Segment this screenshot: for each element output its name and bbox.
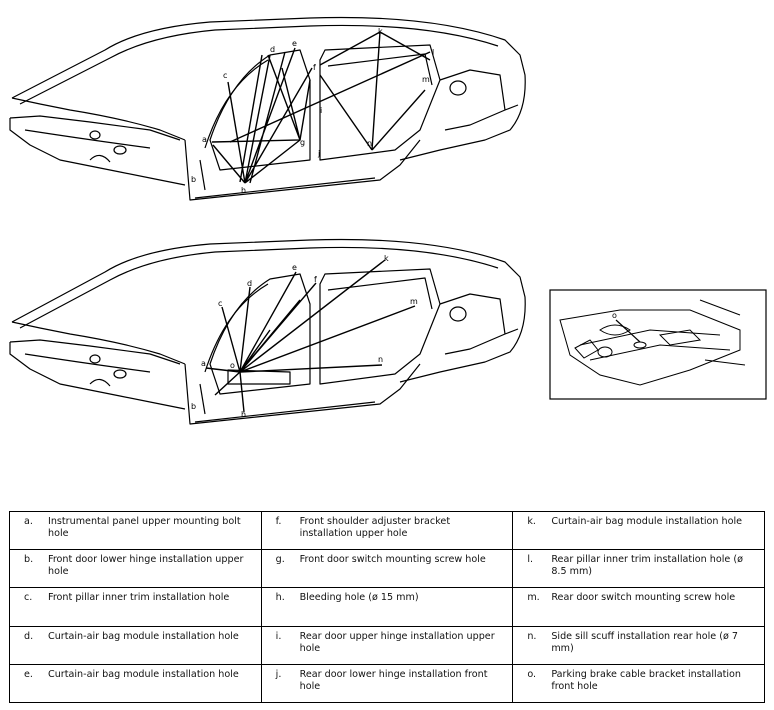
top-view-labels: d e c f a b h g i j k l m n (191, 27, 434, 195)
legend-letter: d. (24, 630, 34, 642)
legend-text: Curtain-air bag module installation hole (48, 668, 239, 680)
svg-text:a: a (201, 359, 206, 368)
legend-cell: g. Front door switch mounting screw hole (260, 549, 514, 589)
legend-text: Front door lower hinge installation uppe… (48, 554, 244, 578)
legend-text: Front door switch mounting screw hole (299, 554, 486, 566)
legend-text: Rear door upper hinge installation upper… (299, 630, 495, 654)
legend-cell: h. Bleeding hole (ø 15 mm) (260, 587, 514, 627)
legend-letter: k. (527, 516, 536, 527)
legend-letter: b. (24, 554, 34, 566)
legend-cell: f. Front shoulder adjuster bracket instal… (260, 510, 514, 551)
table-row: b. Front door lower hinge installation up… (9, 549, 765, 589)
svg-text:b: b (191, 402, 196, 411)
svg-text:o: o (230, 361, 235, 370)
svg-text:c: c (218, 299, 222, 308)
svg-text:a: a (202, 135, 207, 144)
legend-letter: l. (527, 554, 534, 566)
svg-text:l: l (432, 48, 434, 57)
legend-cell: c. Front pillar inner trim installation h… (9, 587, 262, 627)
legend-letter: h. (275, 592, 285, 604)
svg-text:h: h (241, 410, 246, 419)
svg-text:h: h (241, 186, 246, 195)
bottom-view-labels: d e c f a o b h k m n (191, 254, 418, 419)
legend-letter: o. (527, 668, 537, 680)
legend-cell: e. Curtain-air bag module installation ho… (9, 663, 262, 704)
svg-text:n: n (367, 139, 372, 148)
svg-text:f: f (313, 63, 316, 72)
legend-cell: l. Rear pillar inner trim installation ho… (512, 549, 765, 589)
svg-text:c: c (223, 71, 227, 80)
svg-text:m: m (422, 75, 430, 84)
legend-text: Parking brake cable bracket installation… (551, 668, 741, 692)
svg-text:m: m (410, 297, 418, 306)
legend-cell: b. Front door lower hinge installation up… (9, 549, 262, 589)
legend-cell: a. Instrumental panel upper mounting bolt… (9, 510, 262, 551)
legend-text: Rear door lower hinge installation front… (299, 668, 488, 692)
legend-cell: n. Side sill scuff installation rear hole… (512, 625, 765, 665)
svg-text:d: d (247, 279, 252, 288)
legend-text: Front shoulder adjuster bracket installa… (299, 516, 451, 539)
legend-letter: g. (275, 554, 285, 566)
svg-text:e: e (292, 39, 297, 48)
legend-cell: k. Curtain-air bag module installation ho… (512, 510, 765, 551)
svg-text:g: g (300, 138, 305, 147)
legend-cell: j. Rear door lower hinge installation fro… (260, 663, 514, 704)
top-view-leader-lines (211, 31, 431, 184)
legend-text: Side sill scuff installation rear hole (… (551, 630, 739, 654)
svg-text:i: i (320, 106, 322, 115)
legend-cell: m. Rear door switch mounting screw hole (512, 587, 765, 627)
legend-text: Instrumental panel upper mounting bolt h… (48, 516, 241, 539)
bottom-view-leader-lines (205, 259, 416, 413)
legend-letter: a. (24, 516, 33, 527)
legend-letter: c. (24, 592, 33, 604)
legend-letter: n. (527, 630, 537, 642)
legend-text: Curtain-air bag module installation hole (551, 516, 743, 527)
svg-text:d: d (270, 45, 275, 54)
table-row: c. Front pillar inner trim installation h… (9, 587, 765, 627)
legend-text: Rear pillar inner trim installation hole… (551, 554, 743, 578)
svg-text:b: b (191, 175, 196, 184)
car-body-top-view (9, 16, 526, 201)
legend-cell: i. Rear door upper hinge installation upp… (260, 625, 514, 665)
car-body-bottom-view (9, 238, 526, 425)
legend-text: Front pillar inner trim installation hol… (48, 592, 230, 604)
svg-text:k: k (384, 254, 389, 263)
legend-text: Curtain-air bag module installation hole (48, 630, 239, 642)
svg-text:f: f (314, 275, 317, 284)
body-side-diagram: d e c f a b h g i j k l m n (9, 16, 767, 425)
table-row: a. Instrumental panel upper mounting bolt… (9, 510, 765, 551)
legend-letter: j. (275, 668, 282, 680)
svg-text:o: o (612, 311, 617, 320)
legend-cell: d. Curtain-air bag module installation ho… (9, 625, 262, 665)
legend-text: Rear door switch mounting screw hole (551, 592, 736, 604)
detail-inset: o (549, 289, 767, 400)
svg-text:n: n (378, 355, 383, 364)
legend-letter: f. (275, 516, 282, 527)
legend-letter: m. (527, 592, 540, 604)
legend-cell: o. Parking brake cable bracket installati… (512, 663, 765, 704)
table-row: e. Curtain-air bag module installation ho… (9, 663, 765, 704)
svg-text:j: j (317, 149, 320, 158)
table-row: d. Curtain-air bag module installation ho… (9, 625, 765, 665)
legend-letter: e. (24, 668, 33, 680)
svg-text:e: e (292, 263, 297, 272)
legend-table: a. Instrumental panel upper mounting bolt… (9, 510, 765, 704)
svg-text:k: k (378, 27, 383, 36)
legend-text: Bleeding hole (ø 15 mm) (299, 592, 419, 604)
legend-letter: i. (275, 630, 282, 642)
